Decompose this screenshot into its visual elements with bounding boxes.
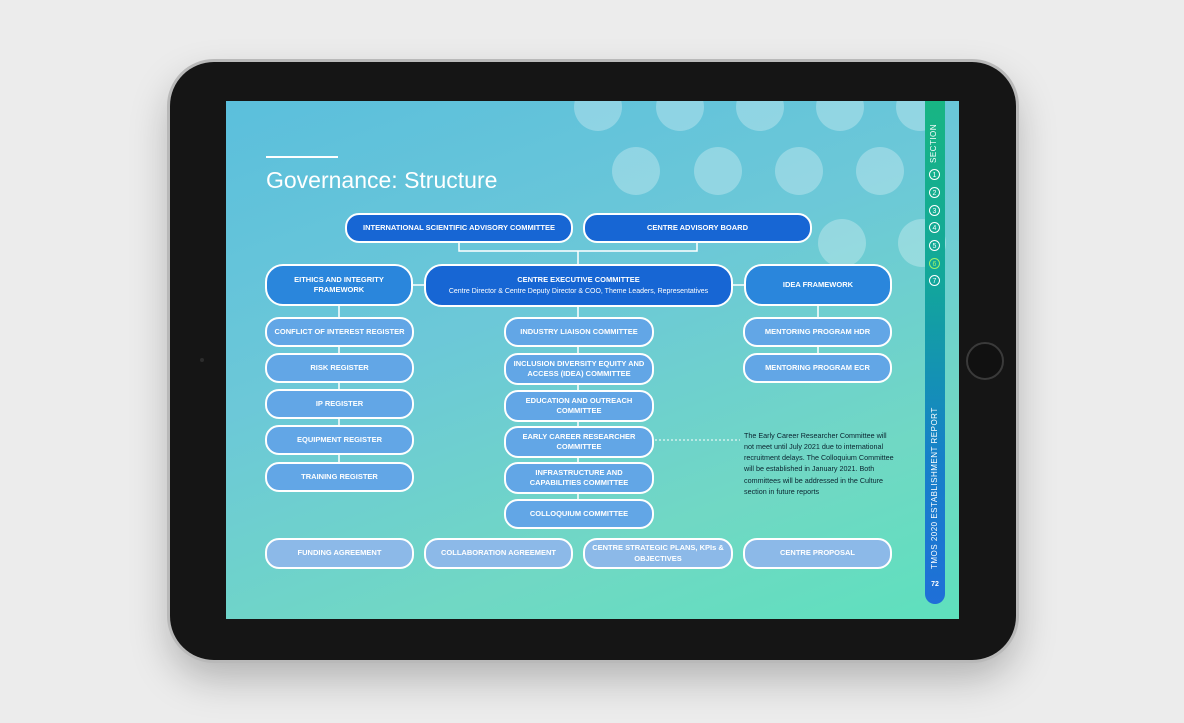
idea-framework-box: IDEA FRAMEWORK <box>744 264 892 306</box>
mentoring-box: MENTORING PROGRAM ECR <box>743 353 892 383</box>
register-label: CONFLICT OF INTEREST REGISTER <box>274 326 405 336</box>
exec-title: CENTRE EXECUTIVE COMMITTEE <box>517 274 640 284</box>
section-label: SECTION <box>929 123 938 163</box>
committee-label: INFRASTRUCTURE AND CAPABILITIES COMMITTE… <box>529 467 629 487</box>
register-box: RISK REGISTER <box>265 353 414 383</box>
committee-box: EARLY CAREER RESEARCHER COMMITTEE <box>504 426 654 458</box>
cab-label: CENTRE ADVISORY BOARD <box>647 222 748 232</box>
register-box: CONFLICT OF INTEREST REGISTER <box>265 317 414 347</box>
section-1-button[interactable]: 1 <box>929 169 940 180</box>
bottom-doc-label: COLLABORATION AGREEMENT <box>441 548 556 558</box>
register-box: TRAINING REGISTER <box>265 462 414 492</box>
page-title: Governance: Structure <box>266 167 498 193</box>
bottom-doc-box: CENTRE PROPOSAL <box>743 538 892 569</box>
bottom-doc-box: COLLABORATION AGREEMENT <box>424 538 573 569</box>
section-7-button[interactable]: 7 <box>929 275 940 286</box>
committee-box: EDUCATION AND OUTREACH COMMITTEE <box>504 390 654 422</box>
committee-box: COLLOQUIUM COMMITTEE <box>504 499 654 529</box>
centre-advisory-board-box: CENTRE ADVISORY BOARD <box>583 213 812 243</box>
report-label: TMOS 2020 ESTABLISHMENT REPORT <box>930 407 939 569</box>
page-number: 72 <box>931 581 939 588</box>
register-label: RISK REGISTER <box>310 362 369 372</box>
mentoring-label: MENTORING PROGRAM HDR <box>764 326 871 336</box>
section-4-button[interactable]: 4 <box>929 222 940 233</box>
ethics-label: EITHICS AND INTEGRITY FRAMEWORK <box>294 274 384 294</box>
committee-box: INCLUSION DIVERSITY EQUITY AND ACCESS (I… <box>504 353 654 385</box>
bottom-doc-box: FUNDING AGREEMENT <box>265 538 414 569</box>
mentoring-label: MENTORING PROGRAM ECR <box>765 362 870 372</box>
home-button[interactable] <box>966 342 1004 380</box>
bottom-doc-label: CENTRE PROPOSAL <box>779 548 855 558</box>
exec-subtitle: Centre Director & Centre Deputy Director… <box>448 287 709 295</box>
decor-dot <box>775 147 823 195</box>
bottom-doc-label: FUNDING AGREEMENT <box>297 548 382 558</box>
isac-label: INTERNATIONAL SCIENTIFIC ADVISORY COMMIT… <box>363 222 555 232</box>
decor-dot <box>694 147 742 195</box>
ethics-framework-box: EITHICS AND INTEGRITY FRAMEWORK <box>265 264 413 306</box>
section-sidebar: SECTION 1 2 3 4 5 6 7 TMOS 2020 ESTABLIS… <box>925 101 945 604</box>
register-box: EQUIPMENT REGISTER <box>265 425 414 455</box>
decor-dot <box>818 219 866 267</box>
section-3-button[interactable]: 3 <box>929 205 940 216</box>
ecr-note: The Early Career Researcher Committee wi… <box>744 431 894 496</box>
screen: Governance: Structure INTERNATIONAL SCIE… <box>226 101 959 619</box>
register-label: IP REGISTER <box>315 398 364 408</box>
section-6-button[interactable]: 6 <box>929 258 940 269</box>
mentoring-box: MENTORING PROGRAM HDR <box>743 317 892 347</box>
register-label: EQUIPMENT REGISTER <box>296 434 382 444</box>
centre-executive-committee-box: CENTRE EXECUTIVE COMMITTEE Centre Direct… <box>424 264 733 307</box>
committee-label: COLLOQUIUM COMMITTEE <box>529 508 629 518</box>
committee-label: EARLY CAREER RESEARCHER COMMITTEE <box>522 431 636 451</box>
bottom-doc-label: CENTRE STRATEGIC PLANS, KPIs & OBJECTIVE… <box>592 543 724 563</box>
section-2-button[interactable]: 2 <box>929 187 940 198</box>
decor-dot <box>856 147 904 195</box>
register-box: IP REGISTER <box>265 389 414 419</box>
section-5-button[interactable]: 5 <box>929 240 940 251</box>
committee-label: EDUCATION AND OUTREACH COMMITTEE <box>525 395 633 415</box>
title-rule <box>266 156 338 158</box>
register-label: TRAINING REGISTER <box>301 471 378 481</box>
tablet-frame: Governance: Structure INTERNATIONAL SCIE… <box>170 62 1016 660</box>
committee-box: INFRASTRUCTURE AND CAPABILITIES COMMITTE… <box>504 462 654 494</box>
bottom-doc-box: CENTRE STRATEGIC PLANS, KPIs & OBJECTIVE… <box>583 538 733 569</box>
camera <box>200 358 204 362</box>
committee-label: INDUSTRY LIAISON COMMITTEE <box>520 326 638 336</box>
idea-label: IDEA FRAMEWORK <box>782 279 854 289</box>
decor-dot <box>612 147 660 195</box>
committee-label: INCLUSION DIVERSITY EQUITY AND ACCESS (I… <box>513 358 645 378</box>
isac-box: INTERNATIONAL SCIENTIFIC ADVISORY COMMIT… <box>345 213 573 243</box>
committee-box: INDUSTRY LIAISON COMMITTEE <box>504 317 654 347</box>
